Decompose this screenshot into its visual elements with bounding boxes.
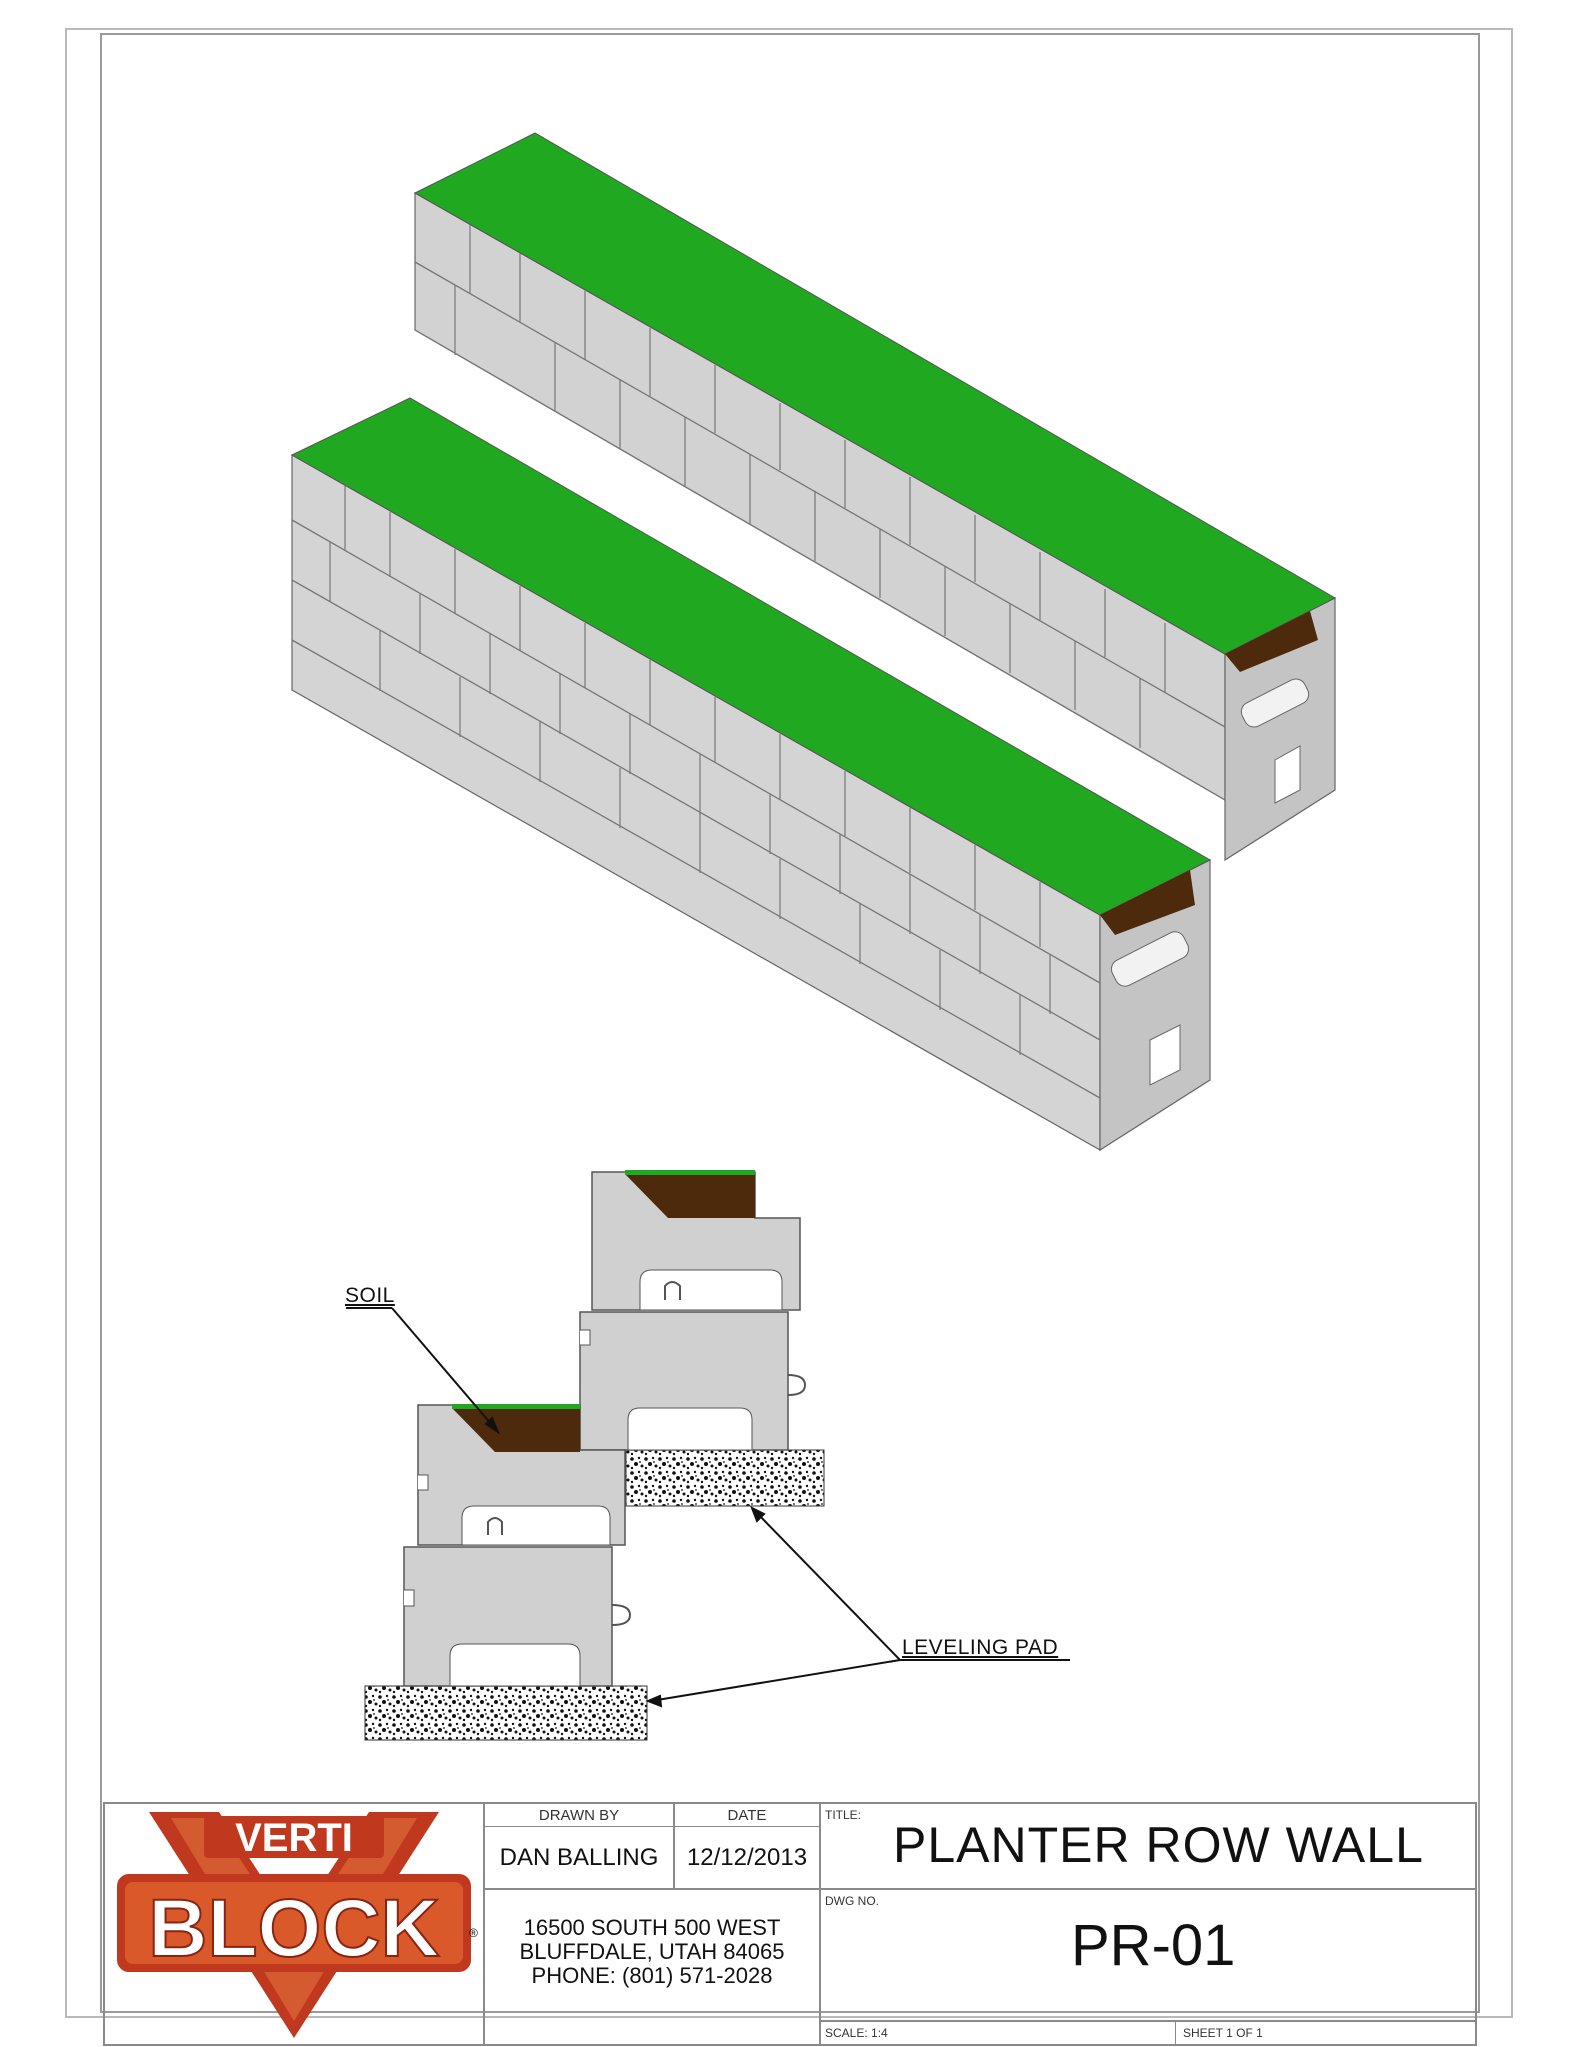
sheet-inner-border [100,33,1480,2013]
verti-block-logo: VERTI BLOCK ® [109,1806,479,2042]
address-line-2: BLUFFDALE, UTAH 84065 [519,1939,785,1964]
scale-value: SCALE: 1:4 [825,2026,888,2040]
phone-line: PHONE: (801) 571-2028 [531,1963,773,1988]
date-value: 12/12/2013 [686,1844,808,1871]
upper-leveling-pad [625,1449,825,1507]
registered-mark: ® [469,1926,478,1940]
sheet-outer-border [65,28,1513,2018]
drawn-by-value: DAN BALLING [499,1844,659,1871]
leader-lines [346,1307,1070,1708]
drawing-title: PLANTER ROW WALL [893,1817,1424,1873]
leveling-pad-label: LEVELING PAD [902,1636,1059,1659]
isometric-planter-view [290,132,1337,1152]
back-wall [413,132,1337,862]
section-view [346,1170,1070,1741]
lower-top-block [417,1404,626,1546]
upper-top-block [591,1170,801,1311]
date-caption: DATE [727,1807,767,1824]
logo-block-text: BLOCK [148,1883,440,1974]
drawn-by-caption: DRAWN BY [538,1807,620,1824]
dwg-no-caption: DWG NO. [825,1894,879,1908]
front-wall [290,397,1212,1152]
upper-bottom-block [579,1311,807,1451]
soil-label: SOIL [345,1284,395,1307]
lower-bottom-block [403,1546,632,1687]
title-caption: TITLE: [825,1808,862,1822]
logo-verti-text: VERTI [235,1816,353,1860]
sheet-value: SHEET 1 OF 1 [1183,2026,1263,2040]
address-line-1: 16500 SOUTH 500 WEST [523,1915,781,1940]
dwg-no-value: PR-01 [1071,1913,1236,1978]
lower-leveling-pad [364,1685,648,1741]
title-block: VERTI BLOCK ® DRAWN BY DATE DAN BALLING … [103,1802,1477,2046]
